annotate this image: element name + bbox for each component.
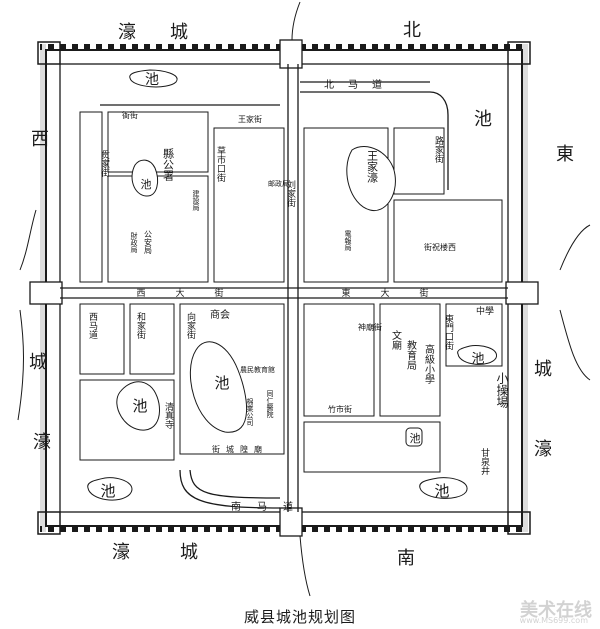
- place-jianshe: 建設局: [192, 189, 200, 212]
- pond-south: [87, 477, 133, 501]
- pond-central: [189, 341, 247, 433]
- pond-label-7: 池: [410, 432, 421, 445]
- street-dongdajie: 東大街: [341, 287, 458, 299]
- street-huacheng: 街城隍廟: [212, 444, 268, 454]
- street-guanjia: 贯家街: [99, 150, 110, 178]
- watermark-brand: 美术在线: [520, 600, 592, 621]
- pond-county: [131, 159, 159, 197]
- street-dongxiang: 街祝楼西: [424, 242, 456, 252]
- main-streets: [60, 64, 508, 512]
- moat-top-label: 濠城: [118, 22, 222, 43]
- place-zhongxue: 中學: [476, 305, 494, 317]
- place-nongju: 農民教育館: [240, 365, 275, 374]
- place-ganquan: 甘泉井: [479, 447, 490, 476]
- place-mianfang: 棉業公司: [246, 397, 254, 426]
- label-north: 北: [403, 20, 421, 41]
- watermark-url: www.MS699.com: [519, 616, 588, 625]
- street-lujia: 路家街: [433, 135, 444, 164]
- moat-bottom-label: 濠城: [112, 542, 248, 563]
- place-xiaocao: 小操場: [495, 372, 509, 409]
- pond-wangjia: [346, 145, 396, 212]
- street-liujia: 刘家街: [285, 179, 296, 208]
- street-hejia: 和家街: [135, 312, 146, 340]
- label-east: 東: [556, 144, 574, 165]
- city-gates: [29, 39, 539, 537]
- ponds: [87, 69, 497, 501]
- place-caishui: 財政局: [130, 231, 138, 254]
- street-dongmen: 東門口街: [443, 313, 454, 351]
- place-dianbao: 電報局: [344, 230, 352, 252]
- label-south: 南: [397, 548, 415, 569]
- place-wangjiahao: 王家濠: [366, 150, 379, 183]
- street-north: 北马道: [324, 78, 396, 91]
- moat-left-2: 濠: [33, 432, 51, 453]
- place-youzheng: 邮政局: [268, 179, 289, 188]
- pond-east: [457, 345, 497, 365]
- place-labels: 縣公署 王家濠 邮政局 商会 農民教育館 文廟 教育局 高級小學 小操場 甘泉井…: [130, 148, 509, 476]
- street-xifudao: 西马道: [87, 312, 98, 340]
- pond-se: [419, 477, 468, 499]
- pond-school: [405, 427, 423, 447]
- labels: 北 南 東 西 濠城 濠城 城 濠 城 濠 池 池 池 池 池 池 池 池 池 …: [29, 20, 574, 569]
- street-zhushi: 竹市街: [328, 404, 352, 414]
- place-xiangongshu: 縣公署: [162, 148, 175, 182]
- street-shenmiao: 神廟街: [358, 322, 382, 332]
- pond-label-1: 池: [145, 72, 159, 88]
- pond-north: [129, 69, 178, 88]
- place-gongan: 公安局: [144, 230, 153, 255]
- city-blocks: [79, 111, 503, 473]
- place-wenchang: 文廟: [390, 329, 402, 351]
- pond-west: [116, 381, 160, 431]
- street-wangjia: 王家街: [238, 114, 262, 124]
- city-plan-map: 北 南 東 西 濠城 濠城 城 濠 城 濠 池 池 池 池 池 池 池 池 池 …: [17, 1, 591, 597]
- place-qingchen: 清真寺: [163, 401, 174, 429]
- street-xidajie: 西大街: [136, 287, 253, 299]
- pond-label-6: 池: [471, 352, 484, 367]
- map-caption: 威县城池规划图: [243, 608, 356, 626]
- street-cao: 草市口街: [215, 145, 226, 183]
- street-yijie: 衙街: [122, 110, 138, 120]
- vertical-street-labels: 贯家街 路家街 西马道 和家街 向家街 草市口街 東門口街 刘家街: [87, 135, 454, 351]
- place-jiaoyu: 教育局: [405, 339, 417, 371]
- place-shanghui: 商会: [210, 308, 230, 321]
- moat-right-2: 濠: [534, 439, 552, 460]
- label-west: 西: [31, 129, 49, 150]
- place-tongshi: 同仁醫院: [266, 390, 274, 419]
- place-gaoxiao: 高級小學: [423, 343, 435, 385]
- street-south: 南马道: [231, 500, 309, 513]
- moat-right-1: 城: [534, 359, 552, 380]
- moat-lines: [17, 1, 591, 597]
- street-xiangjia: 向家街: [185, 311, 196, 340]
- moat-left-1: 城: [29, 352, 47, 373]
- pond-label-9: 池: [434, 482, 449, 500]
- pond-label-8: 池: [100, 482, 115, 500]
- pond-label-2: 池: [474, 109, 492, 130]
- pond-label-3: 池: [141, 178, 152, 191]
- pond-label-4: 池: [132, 397, 147, 415]
- pond-label-5: 池: [214, 374, 229, 392]
